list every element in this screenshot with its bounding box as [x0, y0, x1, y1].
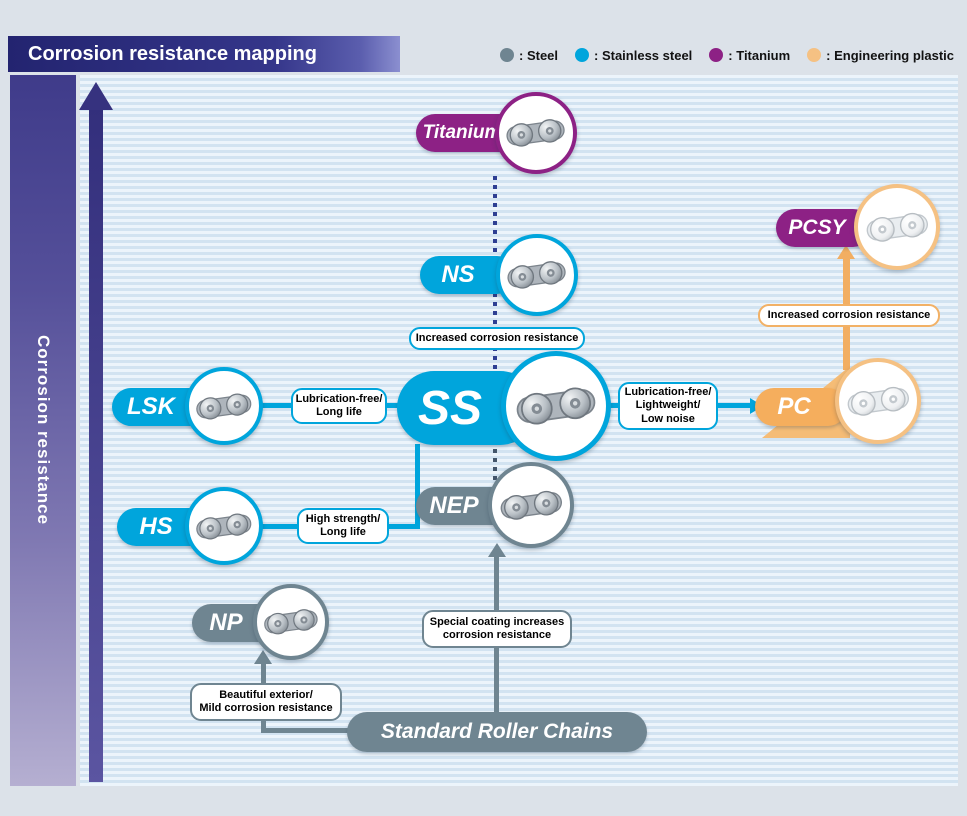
chain-photo-nep [488, 462, 574, 548]
page-title: Corrosion resistance mapping [8, 36, 400, 72]
callout-lubrication-free-lightweight-low-noise: Lubrication-free/ Lightweight/ Low noise [618, 382, 718, 430]
steel-chain-icon [493, 473, 569, 537]
callout-special-coating: Special coating increases corrosion resi… [422, 610, 572, 648]
stainless-steel-dot-icon [575, 48, 590, 62]
callout-line: Lubrication-free/ [295, 392, 383, 405]
callout-line: Low noise [641, 412, 695, 425]
chain-photo-np [253, 584, 329, 660]
stainless-chain-icon [501, 245, 573, 305]
chain-photo-titanium [495, 92, 577, 174]
legend-label: : Engineering plastic [826, 47, 955, 63]
plastic-chain-icon [840, 369, 916, 433]
legend-item-titanium: : Titanium [709, 48, 790, 63]
legend-item-engineering-plastic: : Engineering plastic [807, 48, 954, 63]
callout-line: Increased corrosion resistance [415, 331, 579, 344]
callout-line: Special coating increases [429, 615, 565, 628]
callout-line: Long life [316, 406, 362, 418]
callout-line: Lightweight/ [635, 399, 701, 412]
chain-photo-hs [185, 487, 263, 565]
legend: : Steel : Stainless steel : Titanium : E… [500, 45, 954, 65]
axis-arrow-up-icon [79, 82, 113, 110]
arrow-to-np-icon [254, 650, 272, 664]
callout-increased-corrosion-resistance-pcsy: Increased corrosion resistance [758, 304, 940, 327]
callout-line: High strength/ [305, 512, 381, 525]
corrosion-axis-bar: Corrosion resistance [10, 75, 76, 786]
chain-photo-pc [835, 358, 921, 444]
arrow-to-pcsy-icon [837, 245, 855, 259]
steel-dot-icon [500, 48, 514, 62]
callout-lubrication-free-long-life: Lubrication-free/ Long life [291, 388, 387, 424]
chain-photo-pcsy [854, 184, 940, 270]
stainless-chain-icon [190, 497, 258, 554]
titanium-chain-icon [500, 103, 572, 163]
titanium-dot-icon [709, 48, 724, 62]
plastic-chain-icon [859, 195, 935, 259]
connector-ss-hs-vertical [415, 444, 420, 529]
steel-chain-icon [258, 594, 324, 649]
chain-photo-ss [501, 351, 611, 461]
stainless-chain-icon [508, 365, 605, 447]
connector-standard-np-horizontal [261, 728, 361, 733]
axis-label: Corrosion resistance [34, 335, 53, 526]
callout-line: Lubrication-free/ [624, 386, 712, 399]
legend-label: : Steel [519, 47, 559, 63]
engineering-plastic-dot-icon [807, 48, 822, 62]
connector-ss-nep-dotted [493, 449, 497, 485]
callout-line: Mild corrosion resistance [199, 702, 333, 714]
callout-line: Beautiful exterior/ [219, 688, 313, 701]
callout-line: Long life [320, 526, 366, 538]
chain-photo-ns [496, 234, 578, 316]
callout-increased-corrosion-resistance-ns: Increased corrosion resistance [409, 327, 585, 350]
callout-line: Increased corrosion resistance [767, 308, 931, 321]
legend-item-stainless-steel: : Stainless steel [575, 48, 692, 63]
axis-arrow-shaft [89, 108, 103, 782]
callout-beautiful-exterior: Beautiful exterior/ Mild corrosion resis… [190, 683, 342, 721]
callout-high-strength-long-life: High strength/ Long life [297, 508, 389, 544]
legend-label: : Titanium [728, 47, 791, 63]
legend-label: : Stainless steel [594, 47, 693, 63]
node-pc: PC [755, 388, 847, 426]
node-standard-roller-chains: Standard Roller Chains [347, 712, 647, 752]
arrow-to-nep-icon [488, 543, 506, 557]
stainless-chain-icon [190, 377, 258, 434]
legend-item-steel: : Steel [500, 48, 558, 63]
chain-photo-lsk [185, 367, 263, 445]
callout-line: corrosion resistance [442, 629, 552, 641]
